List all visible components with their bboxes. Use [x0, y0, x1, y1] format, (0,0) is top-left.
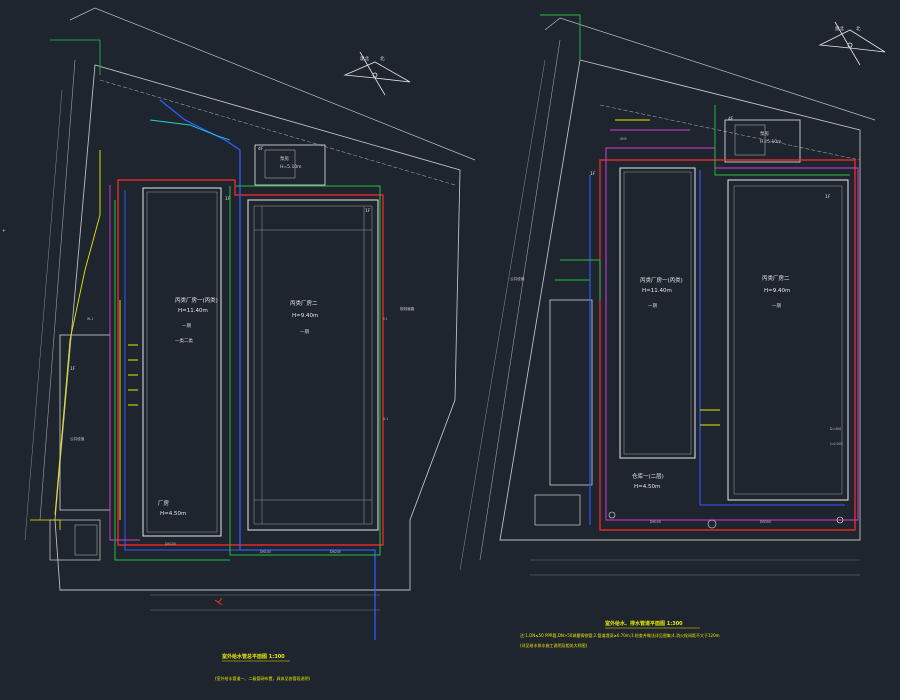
right-yellow-pipe: [615, 119, 720, 426]
right-pump-name: 泵房: [760, 130, 769, 137]
left-building-c: [59, 334, 111, 511]
left-floor-1f-c: 1F: [70, 366, 76, 372]
left-north-arrow-icon: [343, 51, 411, 96]
left-building-c-name: 厂房: [158, 499, 170, 507]
left-floor-1f: 1F: [225, 196, 231, 202]
right-building-b-name: 丙类厂房二: [762, 274, 790, 282]
left-tag-2: DN150: [260, 550, 271, 554]
right-floor-1f: 1F: [590, 171, 596, 177]
right-pump-house: [724, 119, 801, 163]
left-site-plan: 丙类厂房一(丙类) H=11.40m 一期 一类二类 丙类厂房二 H=9.40m…: [24, 7, 476, 681]
right-blue-pipe: [589, 170, 845, 525]
right-site-plan: 丙类厂房一(丙类) H=11.40m 一期 丙类厂房二 H=9.40m 一期 仓…: [459, 14, 886, 648]
left-road-edge-top: [69, 7, 476, 161]
right-plan-note: 注:1.DN≤50 PPR管,DN>50球墨铸铁管;2.管道埋深≥0.70m;3…: [520, 632, 720, 638]
left-building-a-extra1: 一期: [182, 323, 191, 329]
left-floor-4f: 4F: [258, 146, 264, 152]
left-road-edge-left: [39, 59, 76, 521]
left-blue-pipe: [159, 99, 376, 640]
right-tag-4: D=300: [830, 427, 841, 431]
left-floor-1f-b: 1F: [365, 208, 371, 214]
left-tag-1: DN100: [165, 542, 176, 546]
right-tag-1: DN100: [650, 520, 661, 524]
left-building-a-name: 丙类厂房一(丙类): [175, 296, 218, 304]
left-building-b-height: H=9.40m: [292, 313, 318, 319]
left-building-b-name: 丙类厂房二: [290, 299, 318, 307]
left-building-a-height: H=11.40m: [178, 308, 208, 314]
left-area-label: 公共设施: [70, 436, 85, 441]
right-north-label-a: 建北: [835, 25, 844, 32]
right-plan-title: 室外给水、排水管道平面图 1:300: [605, 620, 683, 627]
left-building-a: [142, 187, 222, 537]
left-pump-house: [254, 144, 326, 186]
left-tag-3: DN200: [330, 550, 341, 554]
right-building-a: [619, 167, 696, 459]
left-red-pipe-loop: [117, 179, 384, 546]
right-building-c-height: H=4.50m: [634, 484, 660, 490]
right-green-pipe: [540, 14, 850, 300]
right-plan-note2: (详见给水排水施工说明及相关大样图): [520, 642, 588, 648]
left-pump-height: H=5.10m: [280, 164, 302, 170]
right-tag-2: DN300: [760, 520, 771, 524]
left-building-a-extra2: 一类二类: [175, 337, 193, 344]
right-tag-3: XHS: [620, 137, 627, 141]
right-north-arrow-icon: [818, 21, 886, 66]
right-building-b-height: H=9.40m: [764, 288, 790, 294]
right-floor-1f-b: 1F: [825, 194, 831, 200]
right-area-label: 公共设施: [510, 276, 525, 281]
left-small-building: [49, 519, 101, 561]
right-building-b-extra1: 一期: [772, 303, 781, 309]
right-small-building: [534, 494, 581, 526]
left-magenta-pipe: [109, 185, 140, 541]
right-floor-4f: 4F: [728, 116, 734, 122]
left-tag-5: Y-1: [383, 317, 388, 321]
right-building-a-height: H=11.40m: [642, 288, 672, 294]
left-site-boundary: [54, 64, 461, 591]
left-green-pipe: [114, 185, 381, 561]
left-building-b-extra1: 一期: [300, 329, 309, 335]
left-inner-boundary: [99, 79, 456, 186]
right-building-a-extra1: 一期: [648, 303, 657, 309]
left-pump-name: 泵房: [280, 155, 289, 162]
right-pump-height: H=5.10m: [760, 139, 782, 145]
right-building-c-name: 仓库一(二层): [632, 472, 664, 480]
left-road-edge-left2: [24, 89, 63, 541]
right-tag-5: i=0.003: [830, 442, 843, 446]
left-building-c-height: H=4.50m: [160, 511, 186, 517]
right-building-c: [549, 299, 593, 486]
right-road-edge-top: [544, 17, 876, 121]
right-site-boundary: [499, 59, 861, 541]
margin-marker: +: [2, 228, 6, 234]
left-tag-6: X-1: [383, 417, 388, 421]
left-tag-4: W-1: [87, 317, 93, 321]
right-building-a-name: 丙类厂房一(丙类): [640, 276, 683, 284]
right-north-label-b: 北: [856, 25, 861, 32]
right-red-pipe-loop: [599, 159, 856, 531]
left-north-label-b: 北: [380, 55, 385, 62]
left-plan-note: (室外给水管道一、二级管网布置，具体见各管段说明): [215, 675, 311, 681]
left-plan-title: 室外给水管总平面图 1:300: [222, 653, 285, 660]
right-building-b: [727, 179, 849, 501]
left-right-area-label: 规划道路: [400, 306, 415, 311]
left-yellow-pipe: [54, 150, 138, 520]
left-north-label-a: 建北: [360, 55, 369, 62]
left-building-b: [247, 199, 379, 531]
right-magenta-pipe-loop: [605, 129, 859, 521]
